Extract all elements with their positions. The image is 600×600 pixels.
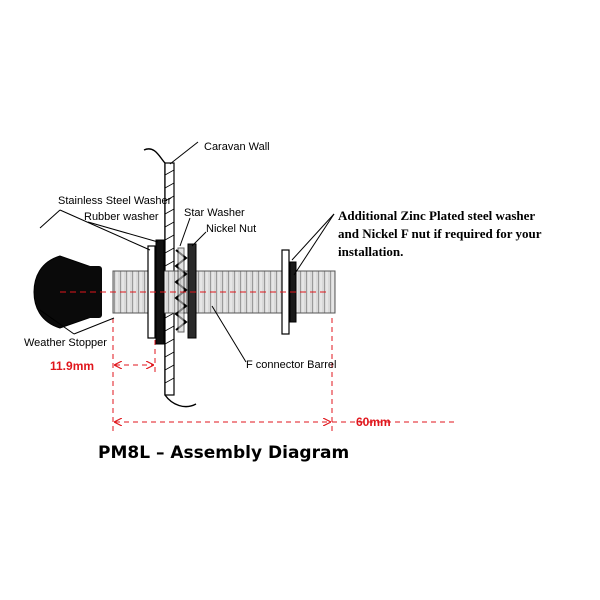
note-line-3: installation. — [338, 244, 403, 259]
label-nickel-nut: Nickel Nut — [206, 223, 256, 235]
dimension-long-label: 60mm — [356, 415, 391, 429]
label-caravan-wall: Caravan Wall — [204, 141, 270, 153]
label-rubber-washer: Rubber washer — [84, 211, 159, 223]
label-star-washer: Star Washer — [184, 207, 245, 219]
star-washer — [174, 247, 188, 333]
label-stainless-steel-washer: Stainless Steel Washer — [58, 195, 172, 207]
note-line-2: and Nickel F nut if required for your — [338, 226, 542, 241]
label-weather-stopper: Weather Stopper — [24, 337, 107, 349]
note-line-1: Additional Zinc Plated steel washer — [338, 208, 535, 223]
leader-lines — [39, 141, 335, 363]
dimension-extensions — [112, 318, 455, 432]
diagram-title: PM8L – Assembly Diagram — [98, 443, 349, 463]
dimension-short-label: 11.9mm — [50, 359, 94, 373]
nickel-nut — [187, 243, 197, 339]
label-f-connector-barrel: F connector Barrel — [246, 359, 336, 371]
